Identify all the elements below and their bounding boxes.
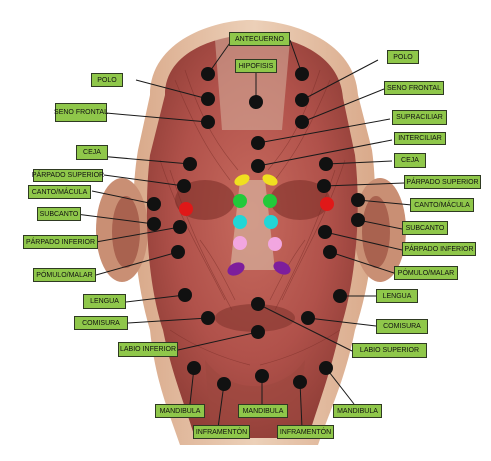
label-lengua-right: LENGUA: [376, 289, 418, 303]
dot-purple-right: [273, 261, 291, 275]
dot-parpado-inferior-left: [173, 220, 187, 234]
dot-cyan-left: [233, 215, 247, 229]
label-mandibula-center: MANDIBULA: [238, 404, 288, 418]
dot-hipofisis: [249, 95, 263, 109]
dot-supraciliar: [251, 136, 265, 150]
dot-inframenton-left: [217, 377, 231, 391]
dot-labio-inferior: [251, 325, 265, 339]
label-parpado-inferior-right: PÁRPADO INFERIOR: [402, 242, 476, 256]
label-inframenton-right: INFRAMENTÓN: [277, 425, 334, 439]
label-polo-left: POLO: [91, 73, 123, 87]
label-parpado-superior-left: PÁRPADO SUPERIOR: [32, 169, 104, 182]
label-supraciliar: SUPRACILIAR: [392, 110, 447, 125]
label-hipofisis: HIPOFISIS: [235, 59, 277, 73]
label-polo-right: POLO: [387, 50, 419, 64]
label-labio-inferior: LABIO INFERIOR: [118, 342, 178, 357]
dot-mandibula-left-outer: [187, 361, 201, 375]
dot-pink-right: [268, 237, 282, 251]
dot-ceja-left: [183, 157, 197, 171]
dot-purple-left: [227, 262, 245, 276]
label-ceja-right: CEJA: [394, 153, 426, 168]
label-ceja-left: CEJA: [76, 145, 108, 160]
label-comisura-right: COMISURA: [376, 319, 428, 334]
label-mandibula-left: MANDIBULA: [155, 404, 205, 418]
dot-lengua-right: [333, 289, 347, 303]
label-interciliar: INTERCILIAR: [394, 132, 446, 145]
left-ear-inner: [112, 196, 140, 268]
label-subcanto-left: SUBCANTO: [37, 207, 81, 221]
dot-seno-frontal-left: [201, 115, 215, 129]
dot-lengua-left: [178, 288, 192, 302]
dot-comisura-right: [301, 311, 315, 325]
dot-labio-superior: [251, 297, 265, 311]
dot-yellow-left: [234, 174, 250, 186]
muscle-fibers: [159, 69, 346, 366]
label-canto-macula-right: CANTO/MÁCULA: [410, 198, 474, 212]
dot-antecuerno-left: [201, 67, 215, 81]
label-subcanto-right: SUBCANTO: [402, 221, 448, 235]
label-pomulo-malar-left: PÓMULO/MALAR: [33, 268, 96, 282]
dot-cyan-right: [264, 215, 278, 229]
label-seno-frontal-right: SENO FRONTAL: [384, 81, 444, 95]
dot-subcanto-right: [351, 213, 365, 227]
dot-polo-right: [295, 93, 309, 107]
dot-pink-left: [233, 236, 247, 250]
label-parpado-superior-right: PÁRPADO SUPERIOR: [404, 175, 481, 189]
dot-pomulo-right: [323, 245, 337, 259]
label-canto-macula-left: CANTO/MÁCULA: [28, 185, 91, 199]
dot-ceja-right: [319, 157, 333, 171]
label-antecuerno: ANTECUERNO: [229, 32, 290, 46]
dot-canto-right: [351, 193, 365, 207]
label-mandibula-right: MANDIBULA: [333, 404, 382, 418]
dot-pomulo-left: [171, 245, 185, 259]
dot-green-left: [233, 194, 247, 208]
label-labio-superior: LABIO SUPERIOR: [352, 343, 427, 358]
right-ear-inner: [362, 196, 390, 268]
dot-antecuerno-right: [295, 67, 309, 81]
label-seno-frontal-left: SENO FRONTAL: [54, 103, 108, 122]
label-parpado-inferior-left: PÁRPADO INFERIOR: [23, 235, 98, 249]
dot-comisura-left: [201, 311, 215, 325]
dot-macula-left: [179, 202, 193, 216]
dot-macula-right: [320, 197, 334, 211]
dot-mandibula-center: [255, 369, 269, 383]
dot-mandibula-right-outer: [319, 361, 333, 375]
dot-parpado-superior-right: [317, 179, 331, 193]
dot-canto-left: [147, 197, 161, 211]
leader-lines: [75, 39, 413, 429]
dot-seno-frontal-right: [295, 115, 309, 129]
label-lengua-left: LENGUA: [83, 294, 126, 309]
label-inframenton-left: INFRAMENTÓN: [193, 425, 250, 439]
mouth: [215, 304, 295, 332]
dot-parpado-superior-left: [177, 179, 191, 193]
label-comisura-left: COMISURA: [74, 316, 128, 330]
label-pomulo-malar-right: PÓMULO/MALAR: [394, 266, 458, 280]
right-eye-socket: [270, 180, 330, 220]
dot-interciliar: [251, 159, 265, 173]
dot-inframenton-right: [293, 375, 307, 389]
point-markers: [147, 67, 365, 391]
dot-subcanto-left: [147, 217, 161, 231]
dot-parpado-inferior-right: [318, 225, 332, 239]
dot-polo-left: [201, 92, 215, 106]
dot-yellow-right: [262, 174, 278, 186]
dot-green-right: [263, 194, 277, 208]
